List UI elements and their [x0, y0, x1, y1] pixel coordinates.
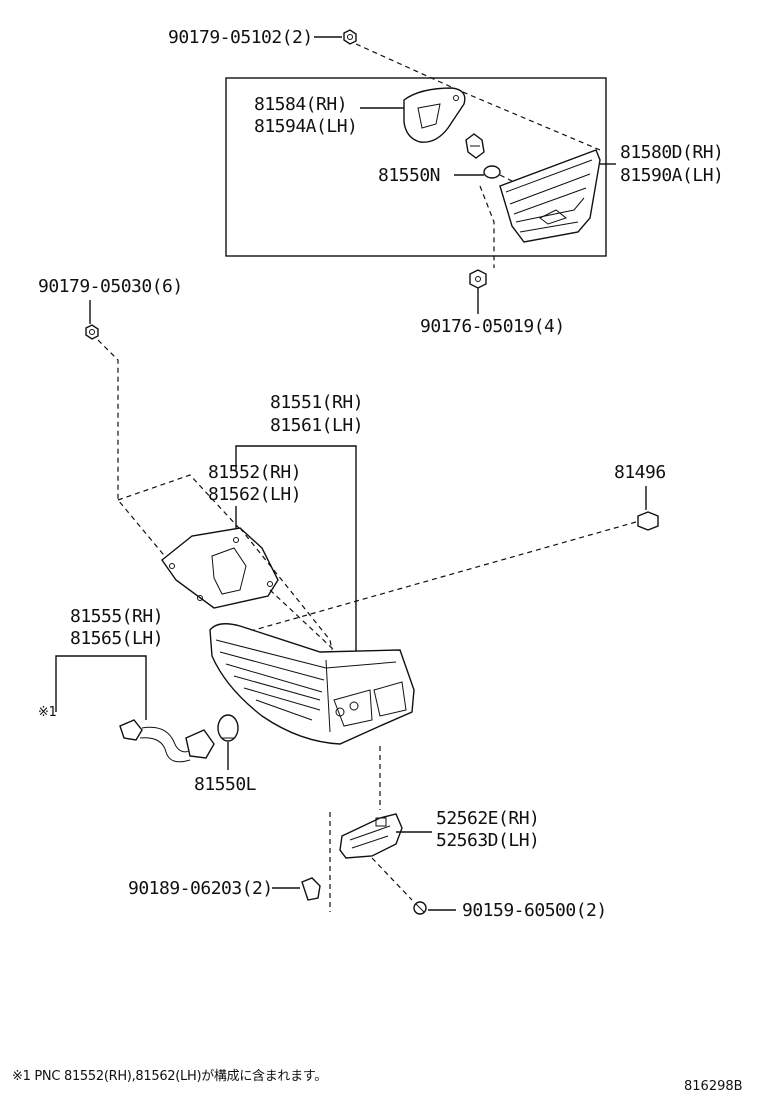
label-90179-05030: 90179-05030(6) [38, 276, 183, 297]
label-81565: 81565(LH) [70, 628, 163, 649]
bulb-81550n [483, 165, 501, 179]
screw-90159-60500 [413, 901, 427, 915]
label-90159-60500: 90159-60500(2) [462, 900, 607, 921]
label-90176-05019: 90176-05019(4) [420, 316, 565, 337]
label-81594a: 81594A(LH) [254, 116, 357, 137]
label-81496: 81496 [614, 462, 666, 483]
label-81550l: 81550L [194, 774, 257, 795]
nut-90179-05030 [85, 324, 99, 340]
clip-90176-05019 [469, 269, 487, 289]
label-90189-06203: 90189-06203(2) [128, 878, 273, 899]
label-81590a: 81590A(LH) [620, 165, 723, 186]
wire-harness-81555 [119, 719, 215, 763]
label-81552: 81552(RH) [208, 462, 301, 483]
clip-81496 [637, 511, 659, 531]
bulb-81550l [217, 714, 239, 742]
label-81555: 81555(RH) [70, 606, 163, 627]
bracket-52562e [339, 813, 403, 859]
label-52563d: 52563D(LH) [436, 830, 539, 851]
label-mark1: ※1 [38, 705, 57, 720]
inner-lamp-inset-box [225, 77, 607, 257]
nut-90179-05102 [343, 29, 357, 45]
label-81580d: 81580D(RH) [620, 142, 723, 163]
label-90179-05102: 90179-05102(2) [168, 27, 313, 48]
label-52562e: 52562E(RH) [436, 808, 539, 829]
diagram-code: 816298B [684, 1079, 743, 1094]
inner-lamp-81580d [499, 149, 601, 243]
label-81561: 81561(LH) [270, 415, 363, 436]
label-81584: 81584(RH) [254, 94, 347, 115]
footnote: ※1 PNC 81552(RH),81562(LH)が構成に含まれます。 [12, 1068, 327, 1084]
gasket-81552 [161, 527, 279, 609]
label-81550n: 81550N [378, 165, 440, 186]
label-81562: 81562(LH) [208, 484, 301, 505]
label-81551: 81551(RH) [270, 392, 363, 413]
clip-90189-06203 [301, 877, 321, 901]
service-cover-81584 [403, 87, 466, 143]
bulb-socket-81550n [465, 133, 485, 159]
outer-lamp-81551 [209, 623, 415, 745]
